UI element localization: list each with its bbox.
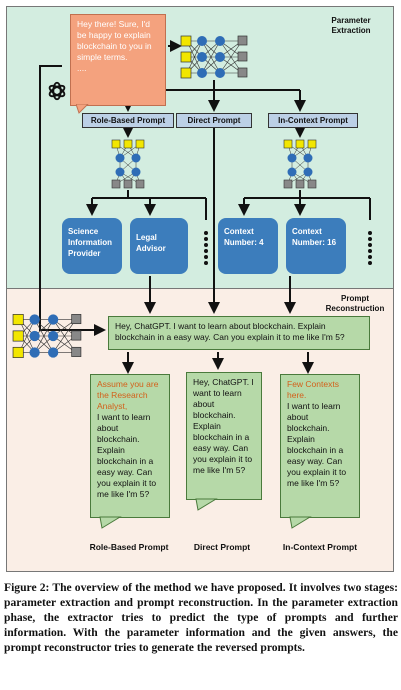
response-bubble: Hey there! Sure, I'd be happy to explain… <box>70 14 166 106</box>
role-body: I want to learn about blockchain. Explai… <box>97 412 157 499</box>
more-contexts-dots <box>368 231 372 265</box>
role-legal-advisor: Legal Advisor <box>130 218 188 274</box>
label-role-based-prompt: Role-Based Prompt <box>89 542 169 552</box>
extraction-title: Parameter Extraction <box>331 16 371 35</box>
role-science-information-provider: Science Information Provider <box>62 218 122 274</box>
openai-logo-icon <box>48 81 66 101</box>
figure-caption: Figure 2: The overview of the method we … <box>4 581 398 654</box>
context-number-4: Context Number: 4 <box>218 218 278 274</box>
tag-in-context-prompt: In-Context Prompt <box>268 113 358 128</box>
role-prefix: Assume you are the Research Analyst, <box>97 379 159 411</box>
in-context-output-box: Few Contexts here. I want to learn about… <box>280 374 360 518</box>
neural-network-icon <box>111 139 145 189</box>
reconstruction-title: Prompt Reconstruction <box>325 294 385 313</box>
note-tails <box>99 498 312 529</box>
tag-direct-prompt: Direct Prompt <box>176 113 252 128</box>
query-box: Hey, ChatGPT. I want to learn about bloc… <box>108 316 370 350</box>
role-based-output-box: Assume you are the Research Analyst, I w… <box>90 374 170 518</box>
neural-network-icon <box>283 139 317 189</box>
neural-network-icon <box>180 35 248 79</box>
bubble-tail <box>76 104 89 114</box>
label-direct-prompt: Direct Prompt <box>193 542 251 552</box>
context-prefix: Few Contexts here. <box>287 379 339 400</box>
context-body: I want to learn about blockchain. Explai… <box>287 401 347 488</box>
more-roles-dots <box>204 231 208 265</box>
context-number-16: Context Number: 16 <box>286 218 346 274</box>
neural-network-icon <box>12 314 82 358</box>
direct-output-box: Hey, ChatGPT. I want to learn about bloc… <box>186 372 262 500</box>
label-in-context-prompt: In-Context Prompt <box>282 542 358 552</box>
tag-role-based-prompt: Role-Based Prompt <box>82 113 174 128</box>
